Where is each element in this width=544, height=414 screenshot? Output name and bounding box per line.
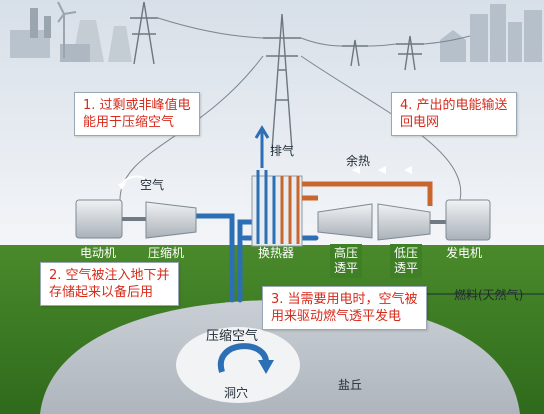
callout-step-1-line-2: 能用于压缩空气 [83,115,175,130]
callout-step-4: 4. 产出的电能输送 回电网 [391,92,517,136]
hp-turbine-label-line-1: 高压 [334,246,359,260]
city-buildings-icon [440,4,542,62]
hp-turbine-label: 高压 透平 [330,244,363,278]
air-intake-arrow-icon [121,175,151,185]
exhaust-label: 排气 [270,144,295,158]
generator [445,199,491,241]
lp-turbine-label: 低压 透平 [390,244,423,278]
heat-exchanger-label: 换热器 [258,246,295,260]
compressor [145,201,197,239]
motor-label: 电动机 [80,246,117,260]
hp-turbine [317,203,373,239]
transmission-tower-icon [130,1,424,151]
cavern [176,327,300,403]
wind-turbine-icon [57,1,77,58]
waste-heat-arrows [352,166,412,174]
waste-heat-pipe [302,181,433,206]
callout-step-2: 2. 空气被注入地下并 存储起来以备后用 [40,262,179,306]
heat-exchanger [251,170,303,247]
waste-heat-label: 余热 [346,154,371,168]
fuel-label: 燃料(天然气) [454,288,524,302]
salt-dome-label: 盐丘 [338,378,363,392]
callout-step-4-line-1: 4. 产出的电能输送 [400,98,508,113]
callout-step-3: 3. 当需要用电时，空气被 用来驱动燃气透平发电 [262,286,427,330]
lp-turbine-label-line-1: 低压 [394,246,419,260]
motor [75,199,123,239]
hp-turbine-label-line-2: 透平 [334,261,359,275]
lp-turbine-label-line-2: 透平 [394,261,419,275]
cavern-flow-arrow-icon [217,343,269,373]
compressed-air-label: 压缩空气 [206,329,259,344]
cavern-label: 洞穴 [224,386,249,400]
callout-step-3-line-2: 用来驱动燃气透平发电 [271,309,402,324]
callout-step-2-line-2: 存储起来以备后用 [49,285,154,300]
callout-step-4-line-2: 回电网 [400,115,440,130]
callout-step-1-line-1: 1. 过剩或非峰值电 [83,98,191,113]
generator-label: 发电机 [446,246,483,260]
exhaust-arrow-icon [254,125,270,168]
compressor-label: 压缩机 [148,246,185,260]
air-label: 空气 [140,178,165,192]
callout-step-1: 1. 过剩或非峰值电 能用于压缩空气 [74,92,200,136]
callout-step-2-line-1: 2. 空气被注入地下并 [49,268,170,283]
lp-turbine [377,203,431,241]
power-plant-icon [10,8,132,62]
callout-step-3-line-1: 3. 当需要用电时，空气被 [271,292,418,307]
